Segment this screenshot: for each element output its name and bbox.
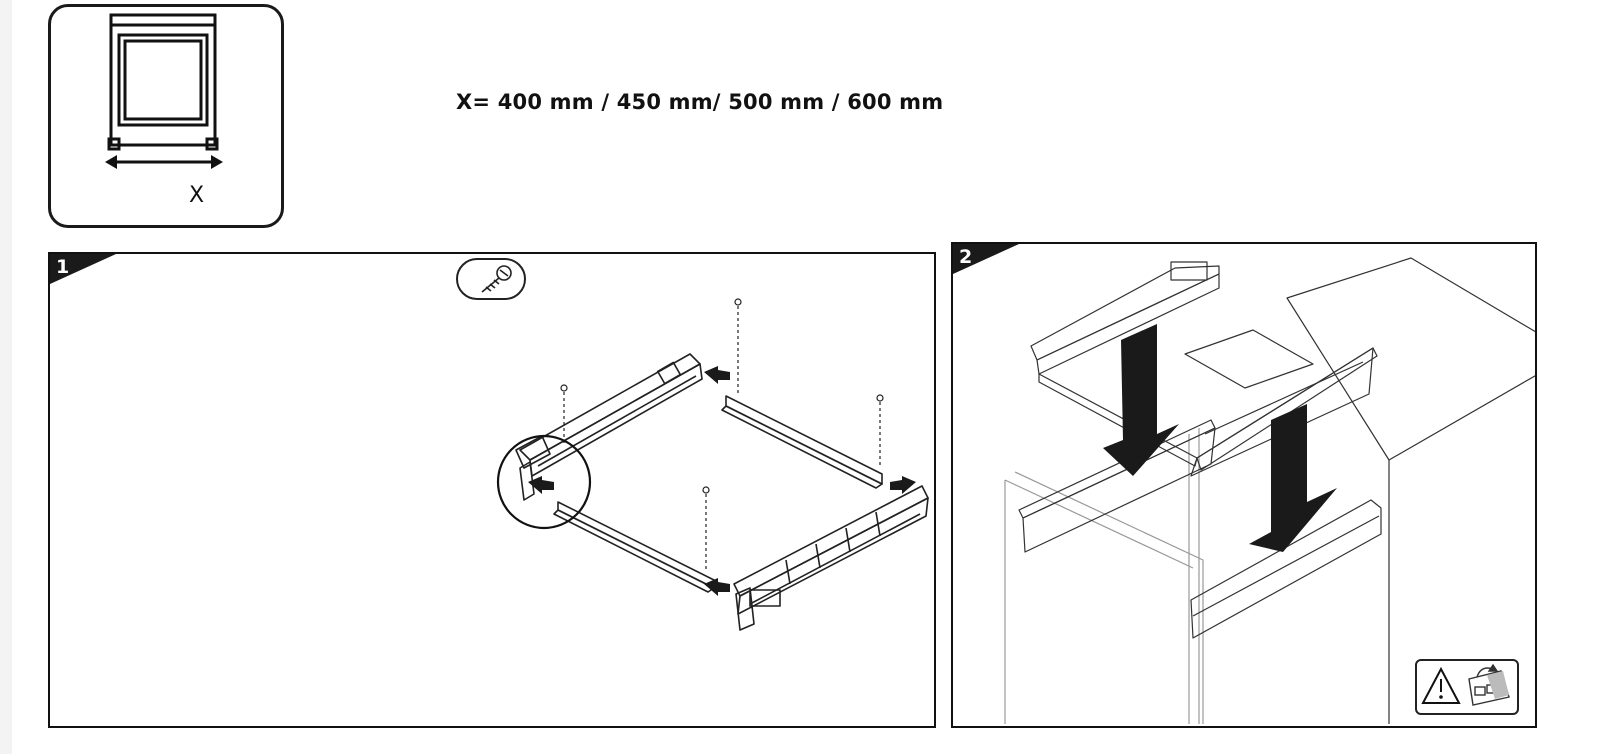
step-1-tab xyxy=(50,254,116,284)
dimension-options: X= 400 mm / 450 mm/ 500 mm / 600 mm xyxy=(456,90,944,114)
step-2-panel: 2 xyxy=(951,242,1537,728)
drawer-install-drawing xyxy=(1004,257,1535,724)
step-2-number: 2 xyxy=(959,246,973,268)
cabinet-width-icon xyxy=(105,13,223,169)
warning-triangle-icon xyxy=(1421,663,1510,706)
step-1-number: 1 xyxy=(56,256,70,278)
warning-notice-badge xyxy=(1415,659,1519,715)
screw-tool-badge xyxy=(456,258,526,300)
dimension-symbol: X xyxy=(189,183,205,208)
drawer-frame-assembly-drawing xyxy=(496,298,929,631)
cabinet-width-diagram: X xyxy=(48,4,284,228)
page-edge xyxy=(0,0,12,754)
screw-icon xyxy=(481,265,512,293)
step-1-panel: 1 xyxy=(48,252,936,728)
step-2-tab xyxy=(953,244,1019,274)
